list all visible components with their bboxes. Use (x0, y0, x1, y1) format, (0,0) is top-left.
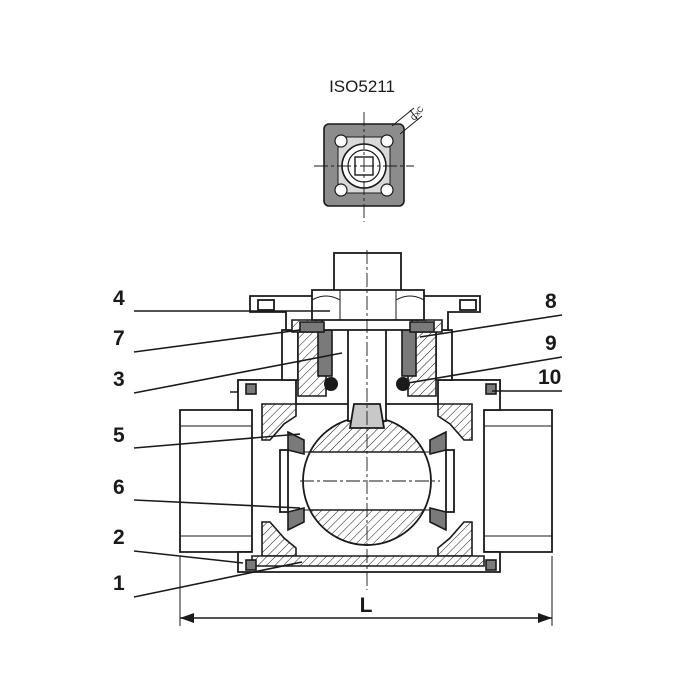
callout-1: 1 (113, 572, 125, 595)
length-label: L (360, 594, 373, 617)
flange-dimension-label: CxC (409, 104, 426, 122)
seats (279, 430, 455, 532)
callout-2: 2 (113, 526, 125, 549)
length-dimension (179, 556, 553, 626)
callout-4: 4 (113, 287, 125, 310)
callout-10: 10 (538, 366, 561, 389)
iso-title: ISO5211 (329, 77, 395, 96)
callout-7: 7 (113, 327, 125, 350)
stem-top (333, 252, 402, 292)
iso-flange-top-view: CxC (323, 104, 426, 207)
stem-nut (299, 289, 435, 333)
leader-lines (133, 310, 563, 598)
callout-6: 6 (113, 476, 125, 499)
callout-8: 8 (545, 290, 557, 313)
callout-9: 9 (545, 332, 557, 355)
callout-5: 5 (113, 424, 125, 447)
callout-3: 3 (113, 368, 125, 391)
